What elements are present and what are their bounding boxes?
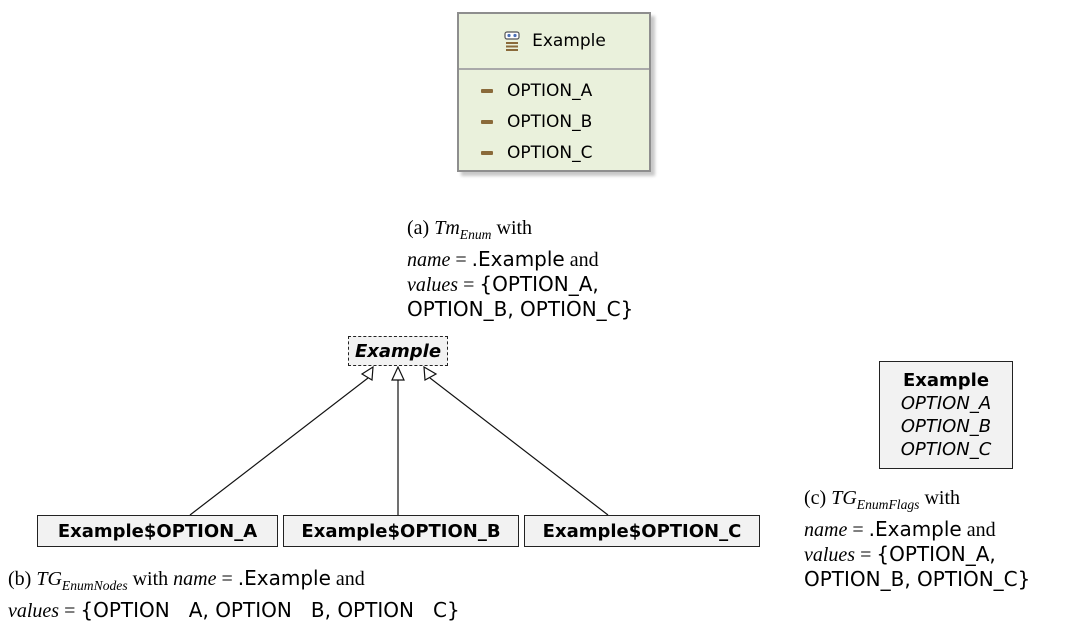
literal-icon bbox=[481, 88, 493, 93]
node-box: Example$OPTION_C bbox=[524, 515, 760, 547]
enum-literal: OPTION_B bbox=[459, 106, 649, 137]
caption-a: (a) TmEnum with name = .Example and valu… bbox=[407, 217, 634, 321]
inheritance-arrowhead bbox=[360, 365, 374, 382]
literal-icon bbox=[481, 119, 493, 124]
node-box: Example$OPTION_B bbox=[283, 515, 519, 547]
flags-title: Example bbox=[902, 370, 990, 391]
abstract-node: Example bbox=[348, 336, 448, 366]
node-box: Example$OPTION_A bbox=[37, 515, 278, 547]
flag-item: OPTION_A bbox=[900, 393, 992, 414]
enum-icon bbox=[504, 31, 520, 51]
generalization-line bbox=[189, 377, 369, 516]
enum-box: Example OPTION_A OPTION_B OPTION_C bbox=[457, 12, 651, 172]
enum-header: Example bbox=[459, 14, 649, 70]
enum-flags-box: Example OPTION_A OPTION_B OPTION_C bbox=[879, 361, 1013, 469]
literal-icon bbox=[481, 150, 493, 155]
generalization-line bbox=[429, 377, 609, 516]
enum-literal: OPTION_A bbox=[459, 75, 649, 106]
flag-item: OPTION_C bbox=[900, 439, 992, 460]
inheritance-arrowhead bbox=[391, 365, 405, 381]
flag-item: OPTION_B bbox=[900, 416, 992, 437]
enum-name: Example bbox=[532, 31, 606, 51]
inheritance-arrowhead bbox=[423, 365, 438, 381]
caption-b: (b) TGEnumNodes with name = .Example and… bbox=[8, 566, 460, 622]
enum-literal: OPTION_C bbox=[459, 137, 649, 168]
caption-c: (c) TGEnumFlags with name = .Example and… bbox=[804, 487, 1031, 591]
